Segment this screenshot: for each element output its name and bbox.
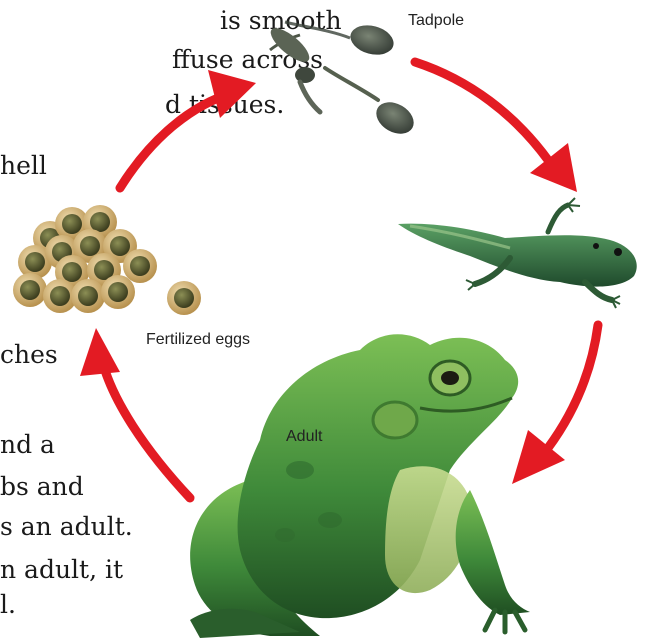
tadpole-icon bbox=[266, 21, 419, 140]
egg-icon bbox=[101, 275, 135, 309]
label-fertilized-eggs: Fertilized eggs bbox=[146, 331, 250, 349]
egg-icon bbox=[167, 281, 201, 315]
cycle-arrow-icon bbox=[120, 70, 256, 188]
egg-icon bbox=[13, 273, 47, 307]
cycle-arrow-icon bbox=[80, 328, 190, 498]
froglet-icon bbox=[398, 198, 637, 308]
frog-icon bbox=[190, 334, 530, 638]
label-adult: Adult bbox=[286, 428, 322, 446]
egg-icon bbox=[123, 249, 157, 283]
cycle-arrow-icon bbox=[415, 62, 577, 192]
label-tadpole: Tadpole bbox=[408, 12, 464, 30]
egg-cluster bbox=[13, 205, 201, 315]
cycle-arrow-icon bbox=[512, 325, 598, 484]
egg-icon bbox=[71, 279, 105, 313]
